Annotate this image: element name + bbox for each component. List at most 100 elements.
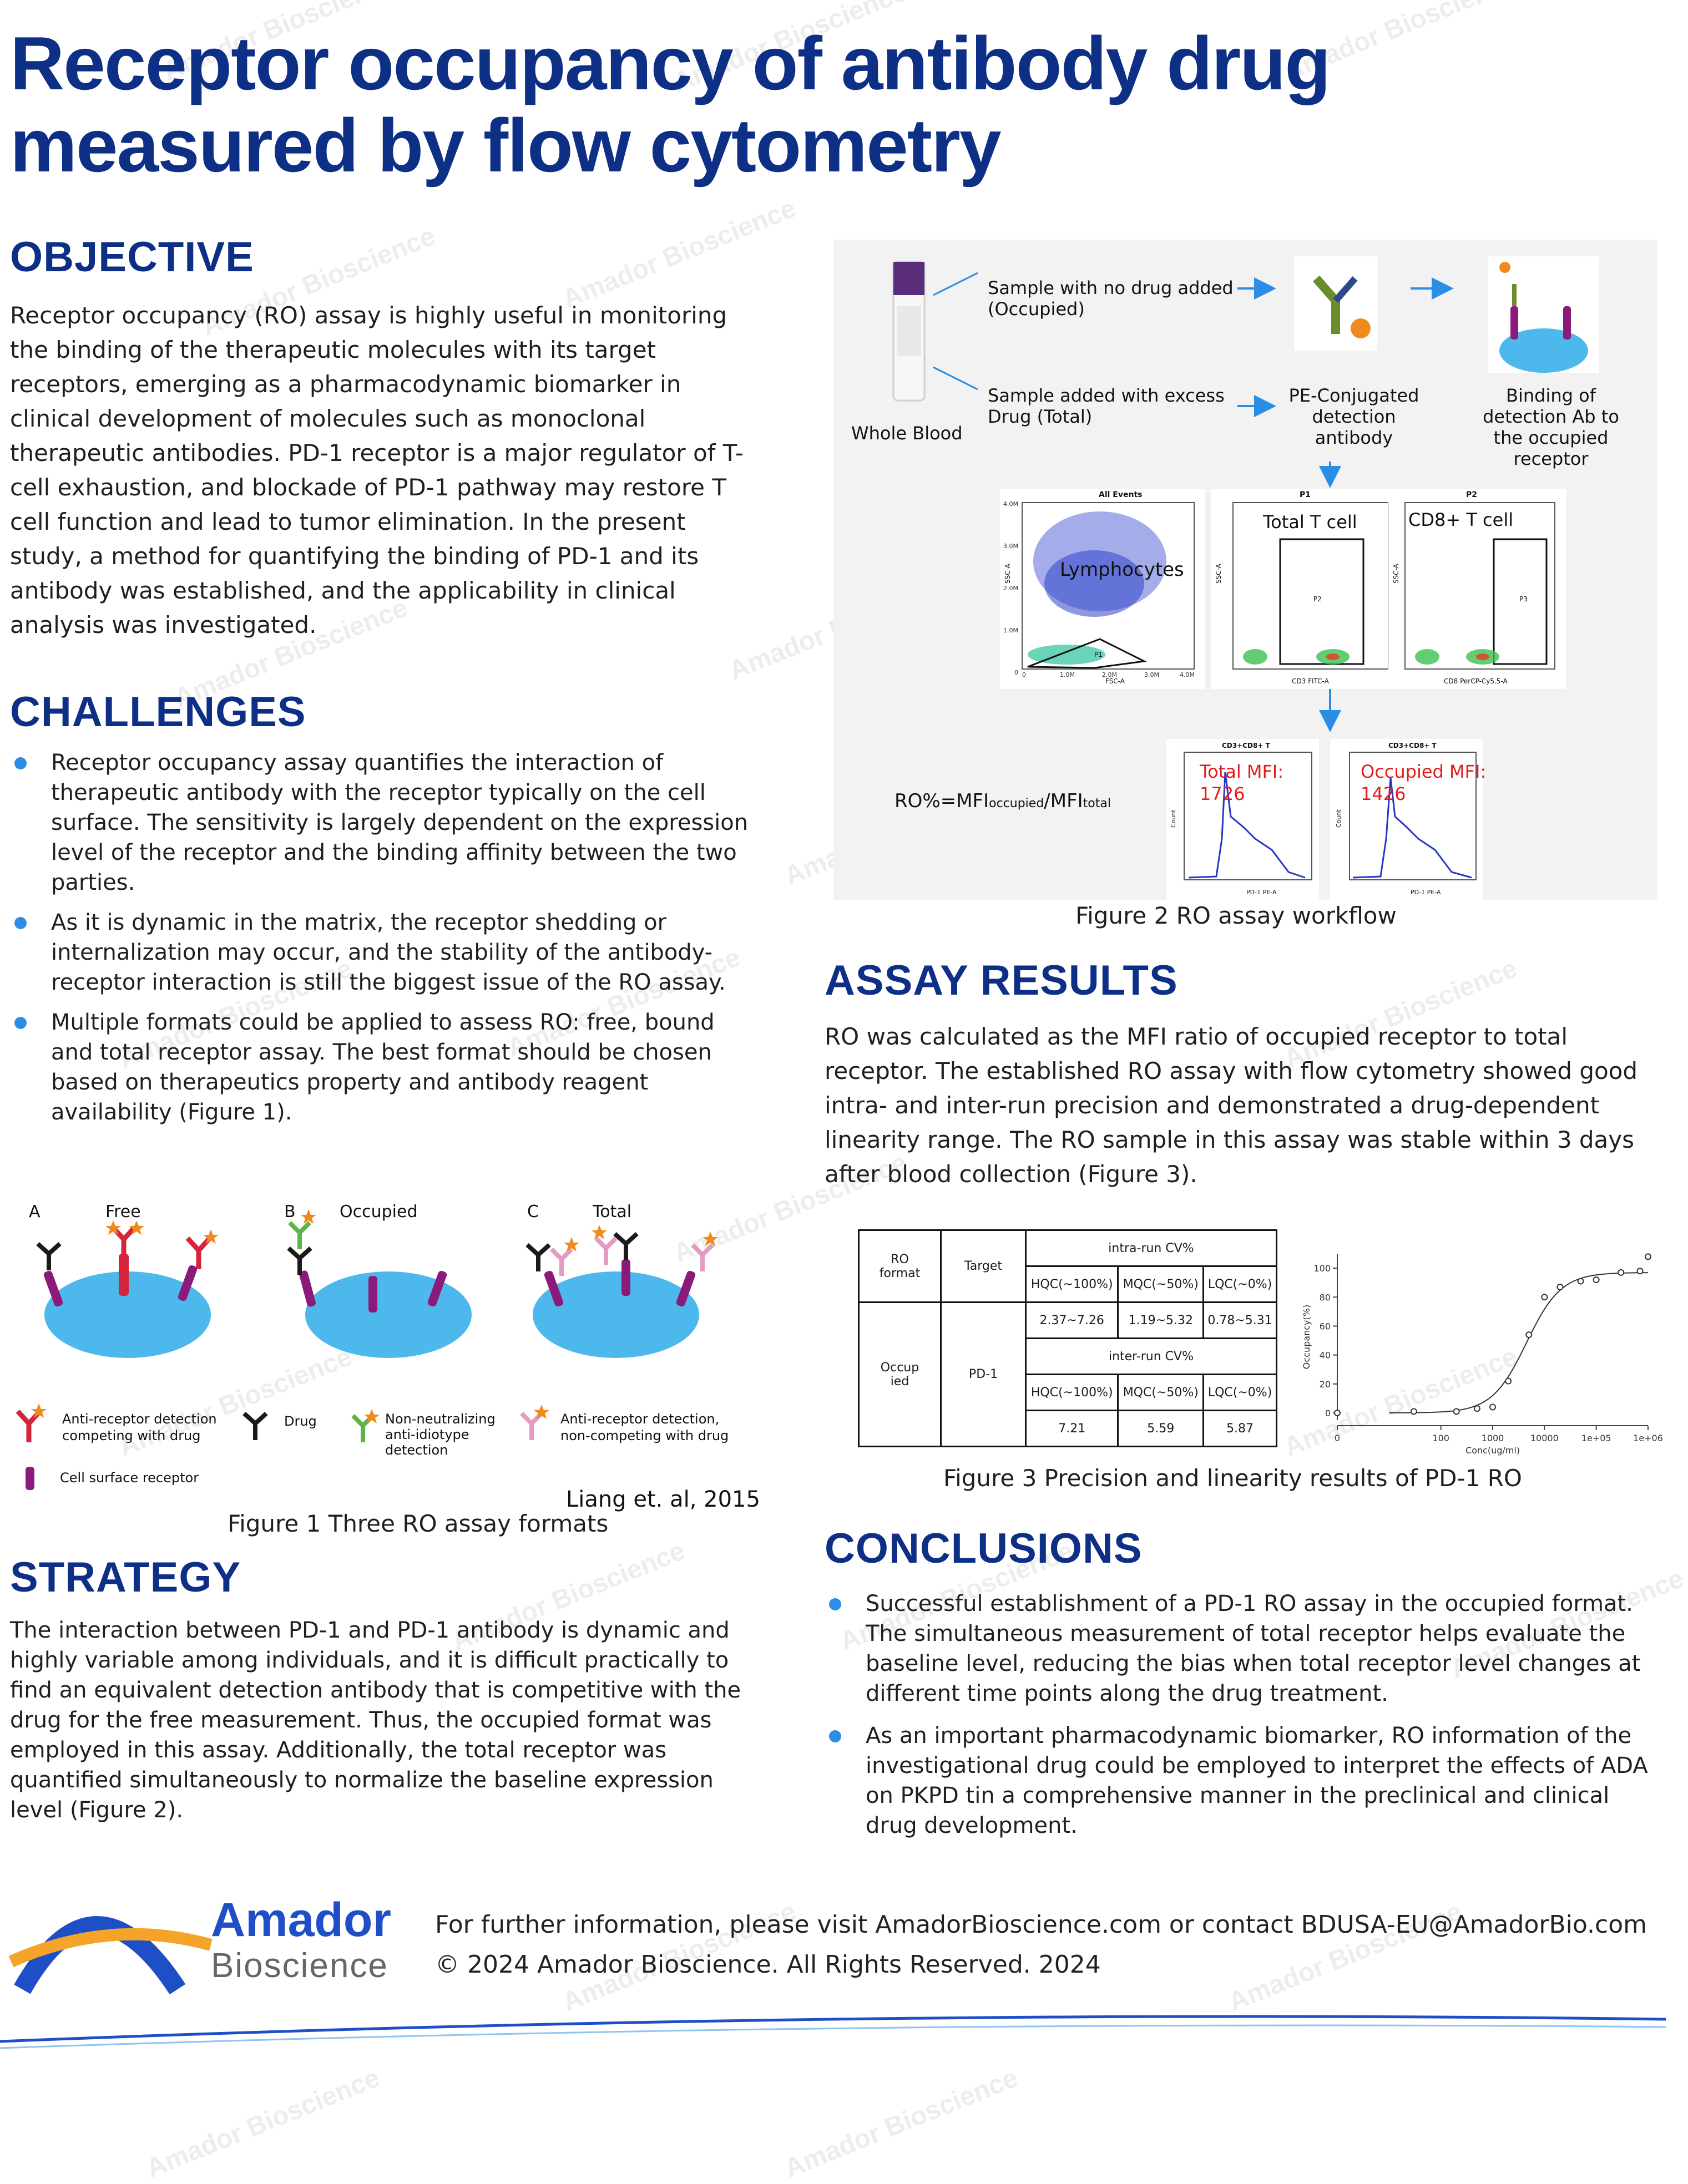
figure-2-svg: All Events Lymphocytes P1 FSC-A SSC-A 4.… (892, 256, 1599, 900)
legend-anti-receptor-non-competing: Anti-receptor detection,non-competing wi… (560, 1411, 729, 1443)
label-pe-antibody: PE-Conjugated detection antibody (1288, 385, 1419, 448)
conclusions-list: Successful establishment of a PD-1 RO as… (825, 1589, 1651, 1851)
gate-p2-title: P2 (1466, 490, 1477, 499)
figure-1-svg: A Free B Occupied C Total (0, 1202, 729, 1490)
tick-label: 4.0M (1003, 500, 1018, 508)
receptor-icon (26, 1467, 34, 1490)
footer-copyright: © 2024 Amador Bioscience. All Rights Res… (435, 1950, 1101, 1979)
list-item: As an important pharmacodynamic biomarke… (825, 1721, 1651, 1841)
table-cell: 2.37~7.26 (1024, 1301, 1119, 1339)
axis-label-ssc: SSC-A (1004, 563, 1012, 584)
list-item: Receptor occupancy assay quantifies the … (10, 748, 754, 898)
arrow-icon (933, 272, 978, 296)
table-header: LQC(~0%) (1202, 1374, 1277, 1411)
receptor-icon (676, 1270, 696, 1307)
figure-1-citation: Liang et. al, 2015 (566, 1487, 760, 1512)
data-point (1505, 1377, 1512, 1385)
amador-logo-icon (8, 1884, 213, 1995)
histogram-occupied: CD3+CD8+ T PD-1 PE-A Count Occupied MFI:… (1330, 739, 1486, 900)
x-tick-label: 100 (1432, 1433, 1449, 1443)
table-header: intra-run CV% (1025, 1229, 1277, 1267)
x-tick-label: 10000 (1530, 1433, 1559, 1443)
challenges-heading: CHALLENGES (10, 688, 306, 736)
strategy-heading: STRATEGY (10, 1554, 241, 1601)
precision-table-grid: RO format Target intra-run CV% HQC(~100%… (858, 1229, 1277, 1447)
receptor-icon (299, 1270, 316, 1307)
objective-heading: OBJECTIVE (10, 234, 254, 281)
label-whole-blood: Whole Blood (851, 423, 963, 444)
gate-p1: P1 (1094, 651, 1103, 658)
hist-axis: PD-1 PE-A (1246, 889, 1277, 896)
footer-info: For further information, please visit Am… (435, 1911, 1647, 1939)
figure-1-caption: Figure 1 Three RO assay formats (228, 1510, 609, 1537)
table-cell: PD-1 (940, 1301, 1027, 1447)
x-tick-label: 0 (1335, 1433, 1340, 1443)
y-tick-label: 20 (1320, 1379, 1331, 1390)
occupied-mfi-label: Occupied MFI: (1361, 761, 1486, 782)
flow-plot-cd8: P2 CD8+ T cell P3 CD8 PerCP-Cy5.5-A SSC-… (1388, 489, 1566, 689)
data-point (1577, 1278, 1584, 1285)
precision-table: RO format Target intra-run CV% HQC(~100%… (858, 1229, 1280, 1447)
tick-label: 1.0M (1003, 627, 1018, 634)
y-tick-label: 100 (1313, 1263, 1331, 1274)
gate-p1-title: P1 (1300, 490, 1311, 499)
panel-a-letter: A (29, 1202, 41, 1222)
legend-drug: Drug (284, 1413, 317, 1429)
flow-plot-total-t: P1 Total T cell P2 CD3 FITC-A SSC-A (1211, 489, 1399, 689)
cell-icon (533, 1271, 699, 1358)
flow-plot-lymphocytes: All Events Lymphocytes P1 FSC-A SSC-A 4.… (1000, 489, 1205, 689)
y-tick-label: 80 (1320, 1292, 1331, 1303)
table-header: inter-run CV% (1025, 1337, 1277, 1375)
tick-label: 0 (1014, 669, 1018, 676)
pe-antibody-icon (1294, 256, 1377, 351)
gate-p2: P2 (1313, 595, 1322, 603)
conclusions-heading: CONCLUSIONS (825, 1525, 1143, 1572)
receptor-icon (178, 1265, 198, 1301)
gate-cd8: CD8+ T cell (1408, 509, 1513, 530)
table-header: HQC(~100%) (1024, 1374, 1119, 1411)
figure-2: All Events Lymphocytes P1 FSC-A SSC-A 4.… (833, 240, 1657, 900)
gate-p3: P3 (1519, 595, 1528, 603)
page-title: Receptor occupancy of antibody drug meas… (10, 21, 1331, 188)
watermark: Amador Bioscience (558, 193, 800, 315)
table-cell: 7.21 (1024, 1410, 1119, 1447)
x-tick-label: 1e+05 (1581, 1433, 1611, 1443)
histogram-total: CD3+CD8+ T PD-1 PE-A Count Total MFI: 17… (1166, 739, 1319, 900)
tick-label: 0 (1022, 671, 1026, 678)
tick-label: 3.0M (1003, 543, 1018, 550)
tube-label-icon (897, 306, 921, 356)
brand-name: Amador (211, 1893, 391, 1947)
total-mfi-label: Total MFI: (1199, 761, 1283, 782)
tick-label: 1.0M (1060, 671, 1075, 678)
label-no-drug: Sample with no drug added (Occupied) (988, 277, 1234, 320)
table-header: HQC(~100%) (1024, 1265, 1119, 1303)
bullet-icon (14, 757, 27, 769)
panel-b-letter: B (284, 1202, 296, 1222)
axis-label-cd3: CD3 FITC-A (1292, 677, 1330, 685)
data-point (1541, 1294, 1548, 1301)
x-tick-label: 1e+06 (1633, 1433, 1663, 1443)
occupied-mfi-value: 1426 (1361, 783, 1406, 804)
data-point (1636, 1268, 1644, 1275)
watermark: Amador Bioscience (780, 2063, 1022, 2184)
data-point (1593, 1276, 1600, 1283)
data-point (1489, 1403, 1496, 1411)
legend-receptor: Cell surface receptor (60, 1470, 199, 1486)
data-point (1525, 1331, 1533, 1339)
data-point (1334, 1409, 1341, 1416)
arrow-icon (933, 366, 978, 391)
hist-title: CD3+CD8+ T (1222, 742, 1271, 749)
data-point (1473, 1405, 1480, 1412)
table-header: MQC(~50%) (1117, 1265, 1205, 1303)
figure-3-caption: Figure 3 Precision and linearity results… (943, 1465, 1522, 1492)
label-excess-drug: Sample added with excess Drug (Total) (988, 385, 1225, 427)
y-axis-label: Occupancy(%) (1301, 1305, 1312, 1369)
table-header: RO format (858, 1229, 942, 1303)
axis-label-ssc-3: SSC-A (1392, 563, 1400, 584)
list-item: As it is dynamic in the matrix, the rece… (10, 908, 754, 997)
receptor-icon (368, 1276, 377, 1313)
gate-total-t: Total T cell (1262, 511, 1357, 533)
